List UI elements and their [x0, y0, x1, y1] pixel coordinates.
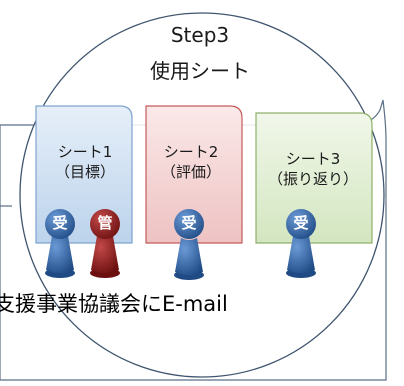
sheet-card-1 [35, 105, 133, 244]
bottom-caption-text: 支援事業協議会にE-mail [0, 292, 228, 316]
step-subtitle: 使用シート [150, 59, 250, 83]
sheet-1-name: シート1 [57, 143, 113, 161]
sheet-card-2 [145, 105, 243, 244]
sheet-3-purpose: （振り返り） [267, 170, 358, 188]
pin-4 [286, 209, 316, 278]
pin-4-label: 受 [293, 214, 309, 232]
pin-1 [45, 209, 75, 278]
pin-3-label: 受 [181, 214, 197, 232]
bottom-caption: 支援事業協議会にE-mail [0, 290, 404, 318]
pin-2 [90, 209, 120, 278]
sheet-1-purpose: （目標） [54, 163, 115, 181]
pin-3 [174, 209, 204, 280]
sheet-card-2-label: シート2 （評価） [143, 142, 239, 182]
sheet-2-name: シート2 [163, 143, 219, 161]
sheet-3-name: シート3 [285, 150, 341, 168]
step-title: Step3 [170, 23, 230, 47]
pin-2-label: 管 [97, 214, 113, 232]
sheet-card-1-label: シート1 （目標） [40, 142, 130, 182]
sheet-card-3-label: シート3 （振り返り） [256, 149, 370, 189]
sheet-2-purpose: （評価） [160, 163, 221, 181]
pin-1-label: 受 [52, 214, 68, 232]
sheet-card-3 [255, 112, 373, 244]
